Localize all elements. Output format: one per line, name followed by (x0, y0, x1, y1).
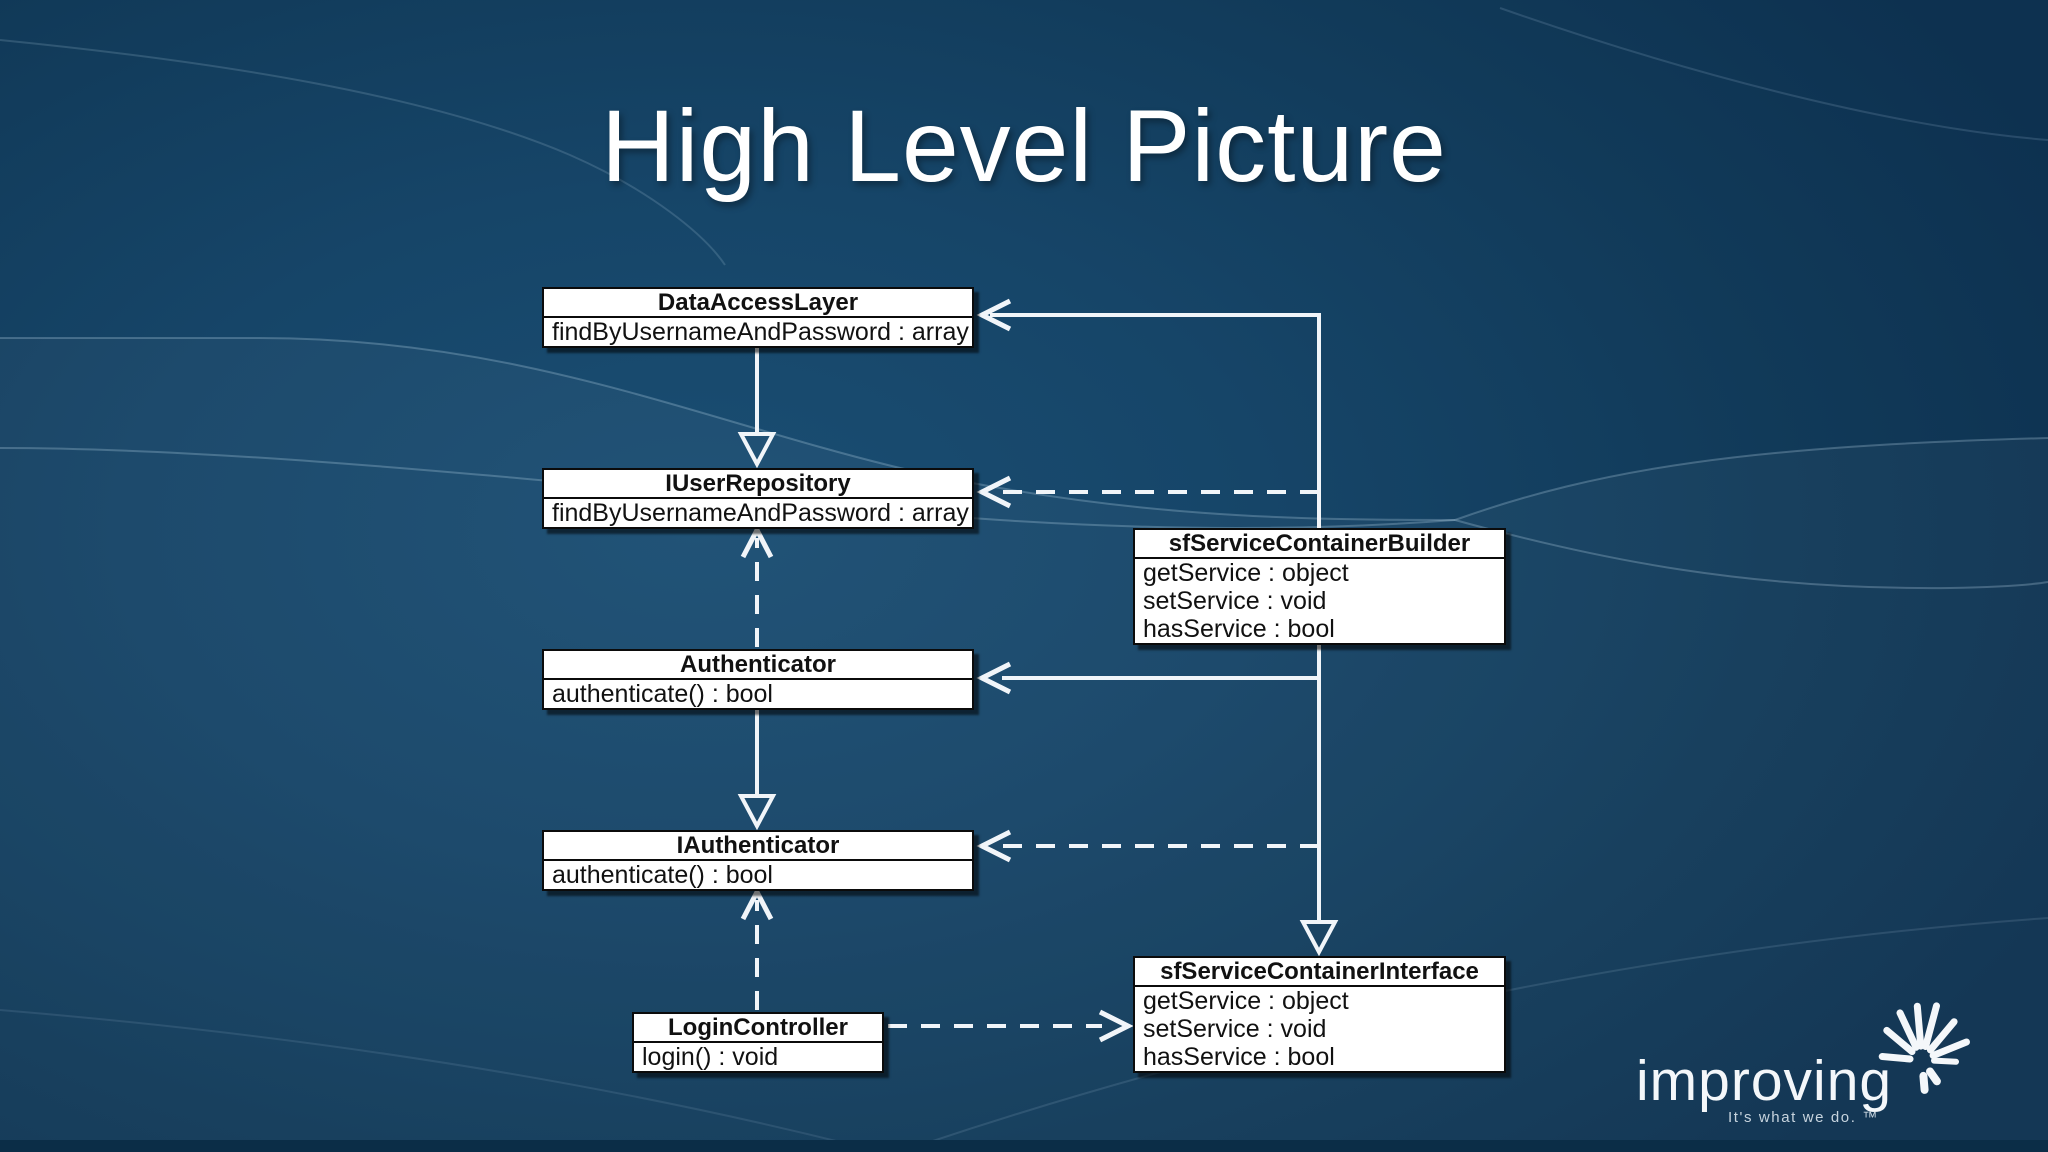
class-member: findByUsernameAndPassword : array (552, 499, 969, 527)
open-arrowhead (1098, 1009, 1134, 1043)
open-arrowhead (976, 829, 1012, 863)
class-box-iuser-repository: IUserRepository findByUsernameAndPasswor… (542, 468, 974, 529)
logo-tagline: It's what we do. ™ (1728, 1109, 1879, 1126)
edge-builder-trunk (990, 313, 1321, 920)
class-member: getService : object (1143, 559, 1349, 587)
class-member: setService : void (1143, 587, 1327, 615)
class-name: sfServiceContainerBuilder (1135, 530, 1504, 559)
class-name: Authenticator (544, 651, 972, 680)
open-arrowhead (976, 475, 1012, 509)
bottom-edge-band (0, 1140, 2048, 1152)
class-name: DataAccessLayer (544, 289, 972, 318)
logo-wordmark: improving (1636, 1049, 1893, 1113)
open-arrowhead (976, 661, 1012, 695)
open-arrowhead (740, 524, 774, 559)
class-name: IUserRepository (544, 470, 972, 499)
slide-title: High Level Picture (601, 89, 1447, 203)
improving-logo: improving It's what we do. ™ (1636, 1002, 1976, 1142)
class-box-sf-service-container-interface: sfServiceContainerInterface getService :… (1133, 956, 1506, 1073)
class-box-data-access-layer: DataAccessLayer findByUsernameAndPasswor… (542, 287, 974, 348)
class-member: authenticate() : bool (552, 861, 773, 889)
class-member: hasService : bool (1143, 1043, 1335, 1071)
hollow-triangle-arrowhead (1299, 920, 1339, 957)
class-name: IAuthenticator (544, 832, 972, 861)
starburst-icon (1878, 1002, 1970, 1094)
class-box-iauthenticator: IAuthenticator authenticate() : bool (542, 830, 974, 891)
hollow-triangle-arrowhead (737, 794, 777, 831)
class-member: setService : void (1143, 1015, 1327, 1043)
class-box-login-controller: LoginController login() : void (632, 1012, 884, 1073)
class-member: findByUsernameAndPassword : array (552, 318, 969, 346)
class-member: login() : void (642, 1043, 779, 1071)
class-member: authenticate() : bool (552, 680, 773, 708)
class-box-authenticator: Authenticator authenticate() : bool (542, 649, 974, 710)
class-name: sfServiceContainerInterface (1135, 958, 1504, 987)
class-box-sf-service-container-builder: sfServiceContainerBuilder getService : o… (1133, 528, 1506, 645)
hollow-triangle-arrowhead (737, 432, 777, 469)
class-member: hasService : bool (1143, 615, 1335, 643)
class-member: getService : object (1143, 987, 1349, 1015)
class-name: LoginController (634, 1014, 882, 1043)
open-arrowhead (976, 298, 1012, 332)
open-arrowhead (740, 886, 774, 921)
